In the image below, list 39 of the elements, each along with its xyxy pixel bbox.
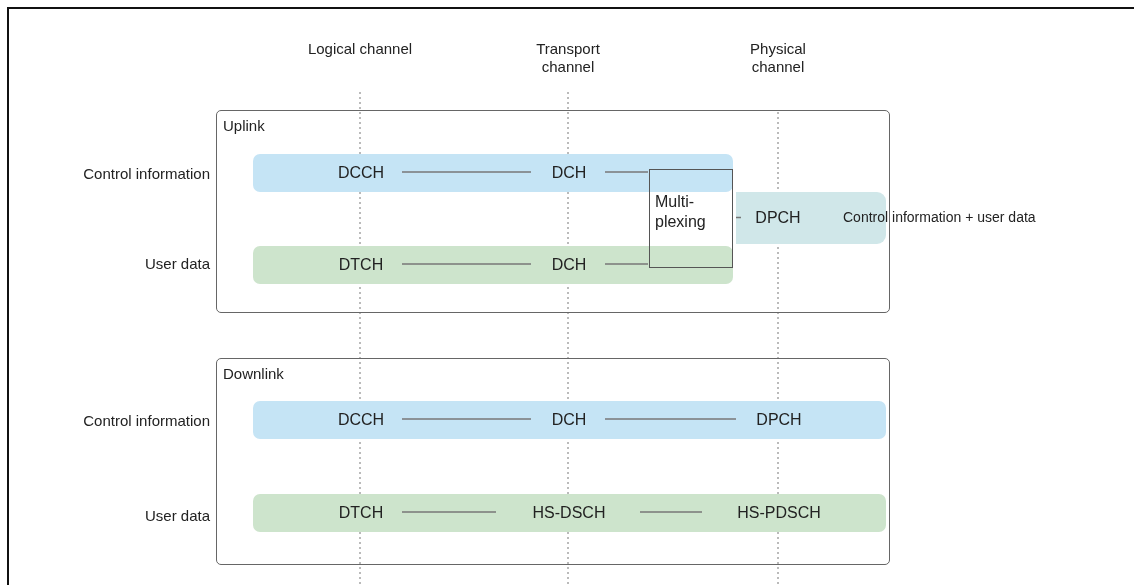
connector-line — [401, 418, 532, 420]
channel-name: HS-PDSCH — [707, 501, 851, 525]
channel-name: DTCH — [323, 501, 399, 525]
connector-line — [401, 263, 532, 265]
group-title: Downlink — [223, 365, 284, 382]
connector-line — [604, 263, 649, 265]
channel-band — [253, 401, 886, 439]
channel-band — [253, 246, 733, 284]
row-label: Control information — [82, 165, 210, 183]
channel-band — [253, 494, 886, 532]
column-heading: Physical channel — [749, 40, 807, 76]
group-box — [216, 358, 890, 565]
row-label: User data — [143, 255, 210, 273]
connector-line — [401, 171, 532, 173]
channel-band — [736, 192, 886, 244]
channel-name: DCH — [536, 408, 602, 432]
row-label: User data — [143, 507, 210, 525]
channel-band — [253, 154, 733, 192]
process-box — [649, 169, 733, 268]
connector-line — [604, 418, 737, 420]
process-label: Multi-plexing — [655, 192, 707, 232]
column-heading: Transport channel — [535, 40, 601, 76]
channel-name: DCCH — [323, 408, 399, 432]
row-label: Control information — [82, 412, 210, 430]
group-title: Uplink — [223, 117, 265, 134]
connector-line — [639, 511, 703, 513]
channel-name: HS-DSCH — [501, 501, 637, 525]
column-heading: Logical channel — [306, 40, 414, 58]
connector-line — [604, 171, 649, 173]
channel-name: DPCH — [741, 408, 817, 432]
connector-line — [735, 216, 742, 219]
channel-name: DCCH — [323, 161, 399, 185]
connector-line — [401, 511, 497, 513]
channel-name: DTCH — [323, 253, 399, 277]
channel-name: DCH — [536, 253, 602, 277]
channel-name: DPCH — [746, 206, 810, 230]
output-label: Control information + user data — [843, 208, 1037, 226]
channel-name: DCH — [536, 161, 602, 185]
group-box — [216, 110, 890, 313]
